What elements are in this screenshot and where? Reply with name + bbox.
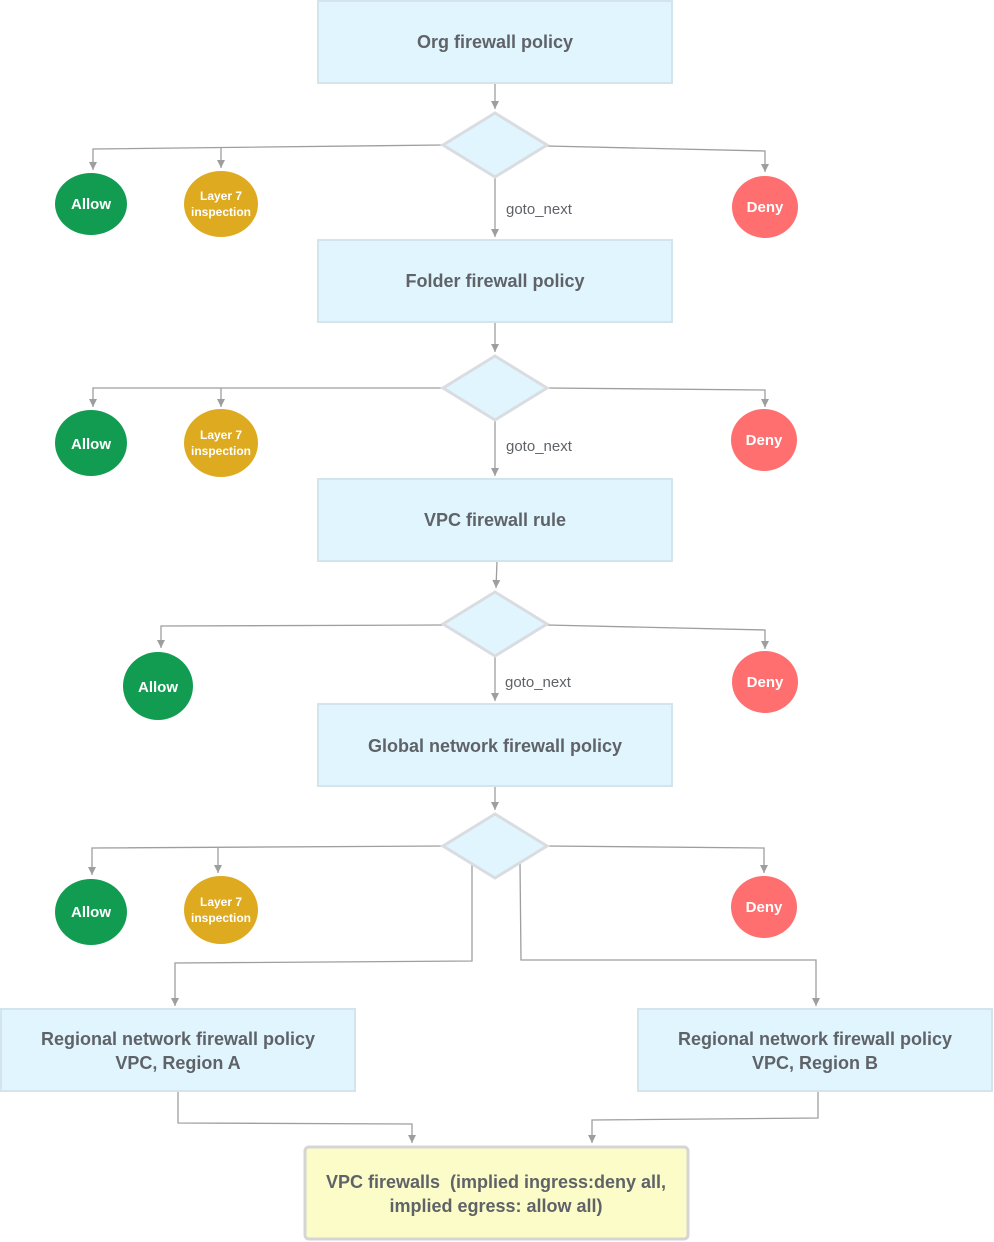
deny-label-2: Deny: [746, 432, 783, 449]
connector-d1-allow: [89, 144, 444, 170]
deny-label-1: Deny: [747, 199, 784, 216]
decision-diamond-2: [440, 354, 550, 422]
regional-policy-region-a-line2: VPC, Region A: [115, 1053, 240, 1073]
layer7-outcome-4: Layer 7 inspection: [184, 876, 258, 944]
decision-diamond-1: [440, 111, 550, 179]
deny-label-4: Deny: [746, 899, 783, 916]
allow-outcome-1: Allow: [55, 173, 127, 235]
vpc-firewalls-line1: VPC firewalls (implied ingress:deny all,: [326, 1172, 666, 1192]
folder-firewall-policy-label: Folder firewall policy: [405, 271, 584, 291]
connectors: [88, 83, 820, 1143]
connector-regional-b-to-vpc-firewalls: [588, 1091, 819, 1143]
regional-policy-region-a-line1: Regional network firewall policy: [41, 1029, 315, 1049]
connector-regional-a-to-vpc-firewalls: [177, 1091, 416, 1143]
connector-d3-deny: [546, 624, 769, 649]
allow-outcome-4: Allow: [55, 879, 127, 945]
connector-vpc-rule-to-decision-3: [492, 560, 501, 589]
layer7-outcome-2: Layer 7 inspection: [184, 409, 258, 477]
goto-next-label-1: goto_next: [506, 201, 573, 218]
regional-policy-region-b-line2: VPC, Region B: [752, 1053, 878, 1073]
deny-outcome-1: Deny: [732, 176, 798, 238]
vpc-firewalls-line2: implied egress: allow all): [389, 1196, 602, 1216]
allow-outcome-3: Allow: [123, 652, 193, 720]
connector-d2-deny: [546, 387, 769, 407]
connector-d4-to-regional-a: [171, 863, 473, 1006]
layer7-outcome-1: Layer 7 inspection: [184, 171, 258, 237]
org-firewall-policy-label: Org firewall policy: [417, 32, 573, 52]
layer7-label-4b: inspection: [191, 911, 251, 925]
global-network-firewall-policy-label: Global network firewall policy: [368, 736, 622, 756]
allow-label-4: Allow: [71, 904, 111, 921]
regional-policy-region-a-box: Regional network firewall policy VPC, Re…: [0, 1008, 356, 1092]
layer7-label-2b: inspection: [191, 444, 251, 458]
connector-d1-deny: [546, 145, 769, 172]
decision-diamond-3: [440, 590, 550, 658]
deny-outcome-4: Deny: [731, 876, 797, 938]
goto-next-label-2: goto_next: [506, 438, 573, 455]
org-firewall-policy-box: Org firewall policy: [317, 0, 673, 84]
allow-label-3: Allow: [138, 679, 178, 696]
global-network-firewall-policy-box: Global network firewall policy: [317, 703, 673, 787]
regional-policy-region-b-line1: Regional network firewall policy: [678, 1029, 952, 1049]
folder-firewall-policy-box: Folder firewall policy: [317, 239, 673, 323]
decision-diamond-4: [440, 812, 550, 880]
allow-label-2: Allow: [71, 436, 111, 453]
connector-d3-allow: [157, 624, 444, 648]
layer7-label-1b: inspection: [191, 205, 251, 219]
layer7-label-4a: Layer 7: [200, 895, 242, 909]
deny-outcome-3: Deny: [732, 651, 798, 713]
goto-next-label-3: goto_next: [505, 674, 572, 691]
connector-d4-to-regional-b: [519, 862, 820, 1006]
connector-d4-deny: [546, 845, 768, 873]
deny-label-3: Deny: [747, 674, 784, 691]
deny-outcome-2: Deny: [731, 409, 797, 471]
connector-d2-allow: [89, 387, 443, 407]
regional-policy-region-b-box: Regional network firewall policy VPC, Re…: [637, 1008, 993, 1092]
layer7-label-1a: Layer 7: [200, 189, 242, 203]
vpc-firewall-rule-box: VPC firewall rule: [317, 478, 673, 562]
vpc-firewalls-implied-box: VPC firewalls (implied ingress:deny all,…: [303, 1145, 690, 1241]
vpc-firewall-rule-label: VPC firewall rule: [424, 510, 566, 530]
allow-label-1: Allow: [71, 196, 111, 213]
layer7-label-2a: Layer 7: [200, 428, 242, 442]
connector-d4-allow: [88, 845, 444, 875]
allow-outcome-2: Allow: [55, 410, 127, 476]
